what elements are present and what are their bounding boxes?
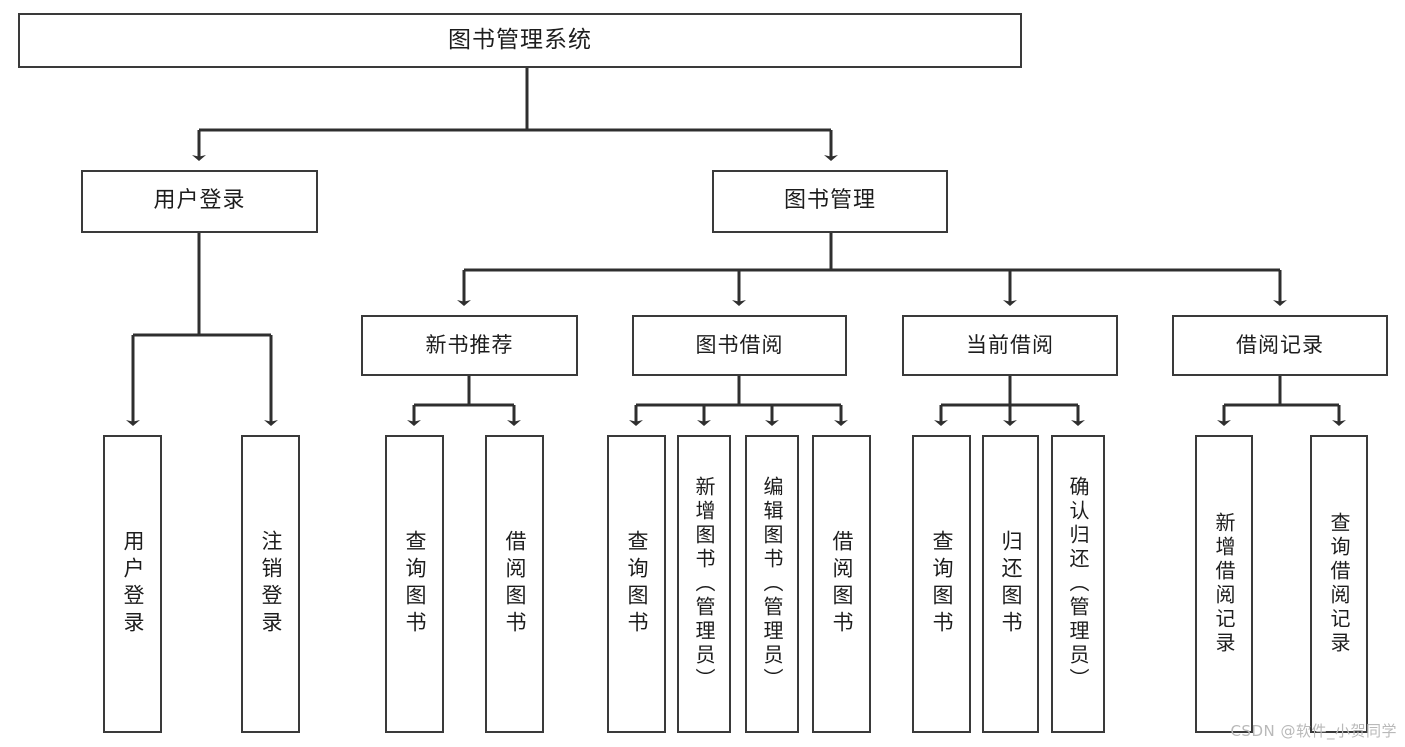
leaf-borrow-record-2[interactable]: 查询借阅记录 bbox=[1310, 435, 1368, 733]
node-root[interactable]: 图书管理系统 bbox=[18, 13, 1022, 68]
node-borrow-record[interactable]: 借阅记录 bbox=[1172, 315, 1388, 376]
leaf-book-borrow-2[interactable]: 新增图书（管理员） bbox=[677, 435, 731, 733]
csdn-watermark: CSDN @软件_小贺同学 bbox=[1230, 722, 1397, 740]
leaf-new-book-1[interactable]: 查询图书 bbox=[385, 435, 444, 733]
leaf-current-borrow-1[interactable]: 查询图书 bbox=[912, 435, 971, 733]
leaf-borrow-record-1[interactable]: 新增借阅记录 bbox=[1195, 435, 1253, 733]
leaf-new-book-2[interactable]: 借阅图书 bbox=[485, 435, 544, 733]
node-book-manage[interactable]: 图书管理 bbox=[712, 170, 948, 233]
node-user-login[interactable]: 用户登录 bbox=[81, 170, 318, 233]
leaf-user-login-2[interactable]: 注销登录 bbox=[241, 435, 300, 733]
leaf-current-borrow-2[interactable]: 归还图书 bbox=[982, 435, 1039, 733]
leaf-book-borrow-1[interactable]: 查询图书 bbox=[607, 435, 666, 733]
leaf-user-login-1[interactable]: 用户登录 bbox=[103, 435, 162, 733]
leaf-current-borrow-3[interactable]: 确认归还（管理员） bbox=[1051, 435, 1105, 733]
node-current-borrow[interactable]: 当前借阅 bbox=[902, 315, 1118, 376]
node-book-borrow[interactable]: 图书借阅 bbox=[632, 315, 847, 376]
leaf-book-borrow-4[interactable]: 借阅图书 bbox=[812, 435, 871, 733]
leaf-book-borrow-3[interactable]: 编辑图书（管理员） bbox=[745, 435, 799, 733]
node-new-book-recommend[interactable]: 新书推荐 bbox=[361, 315, 578, 376]
